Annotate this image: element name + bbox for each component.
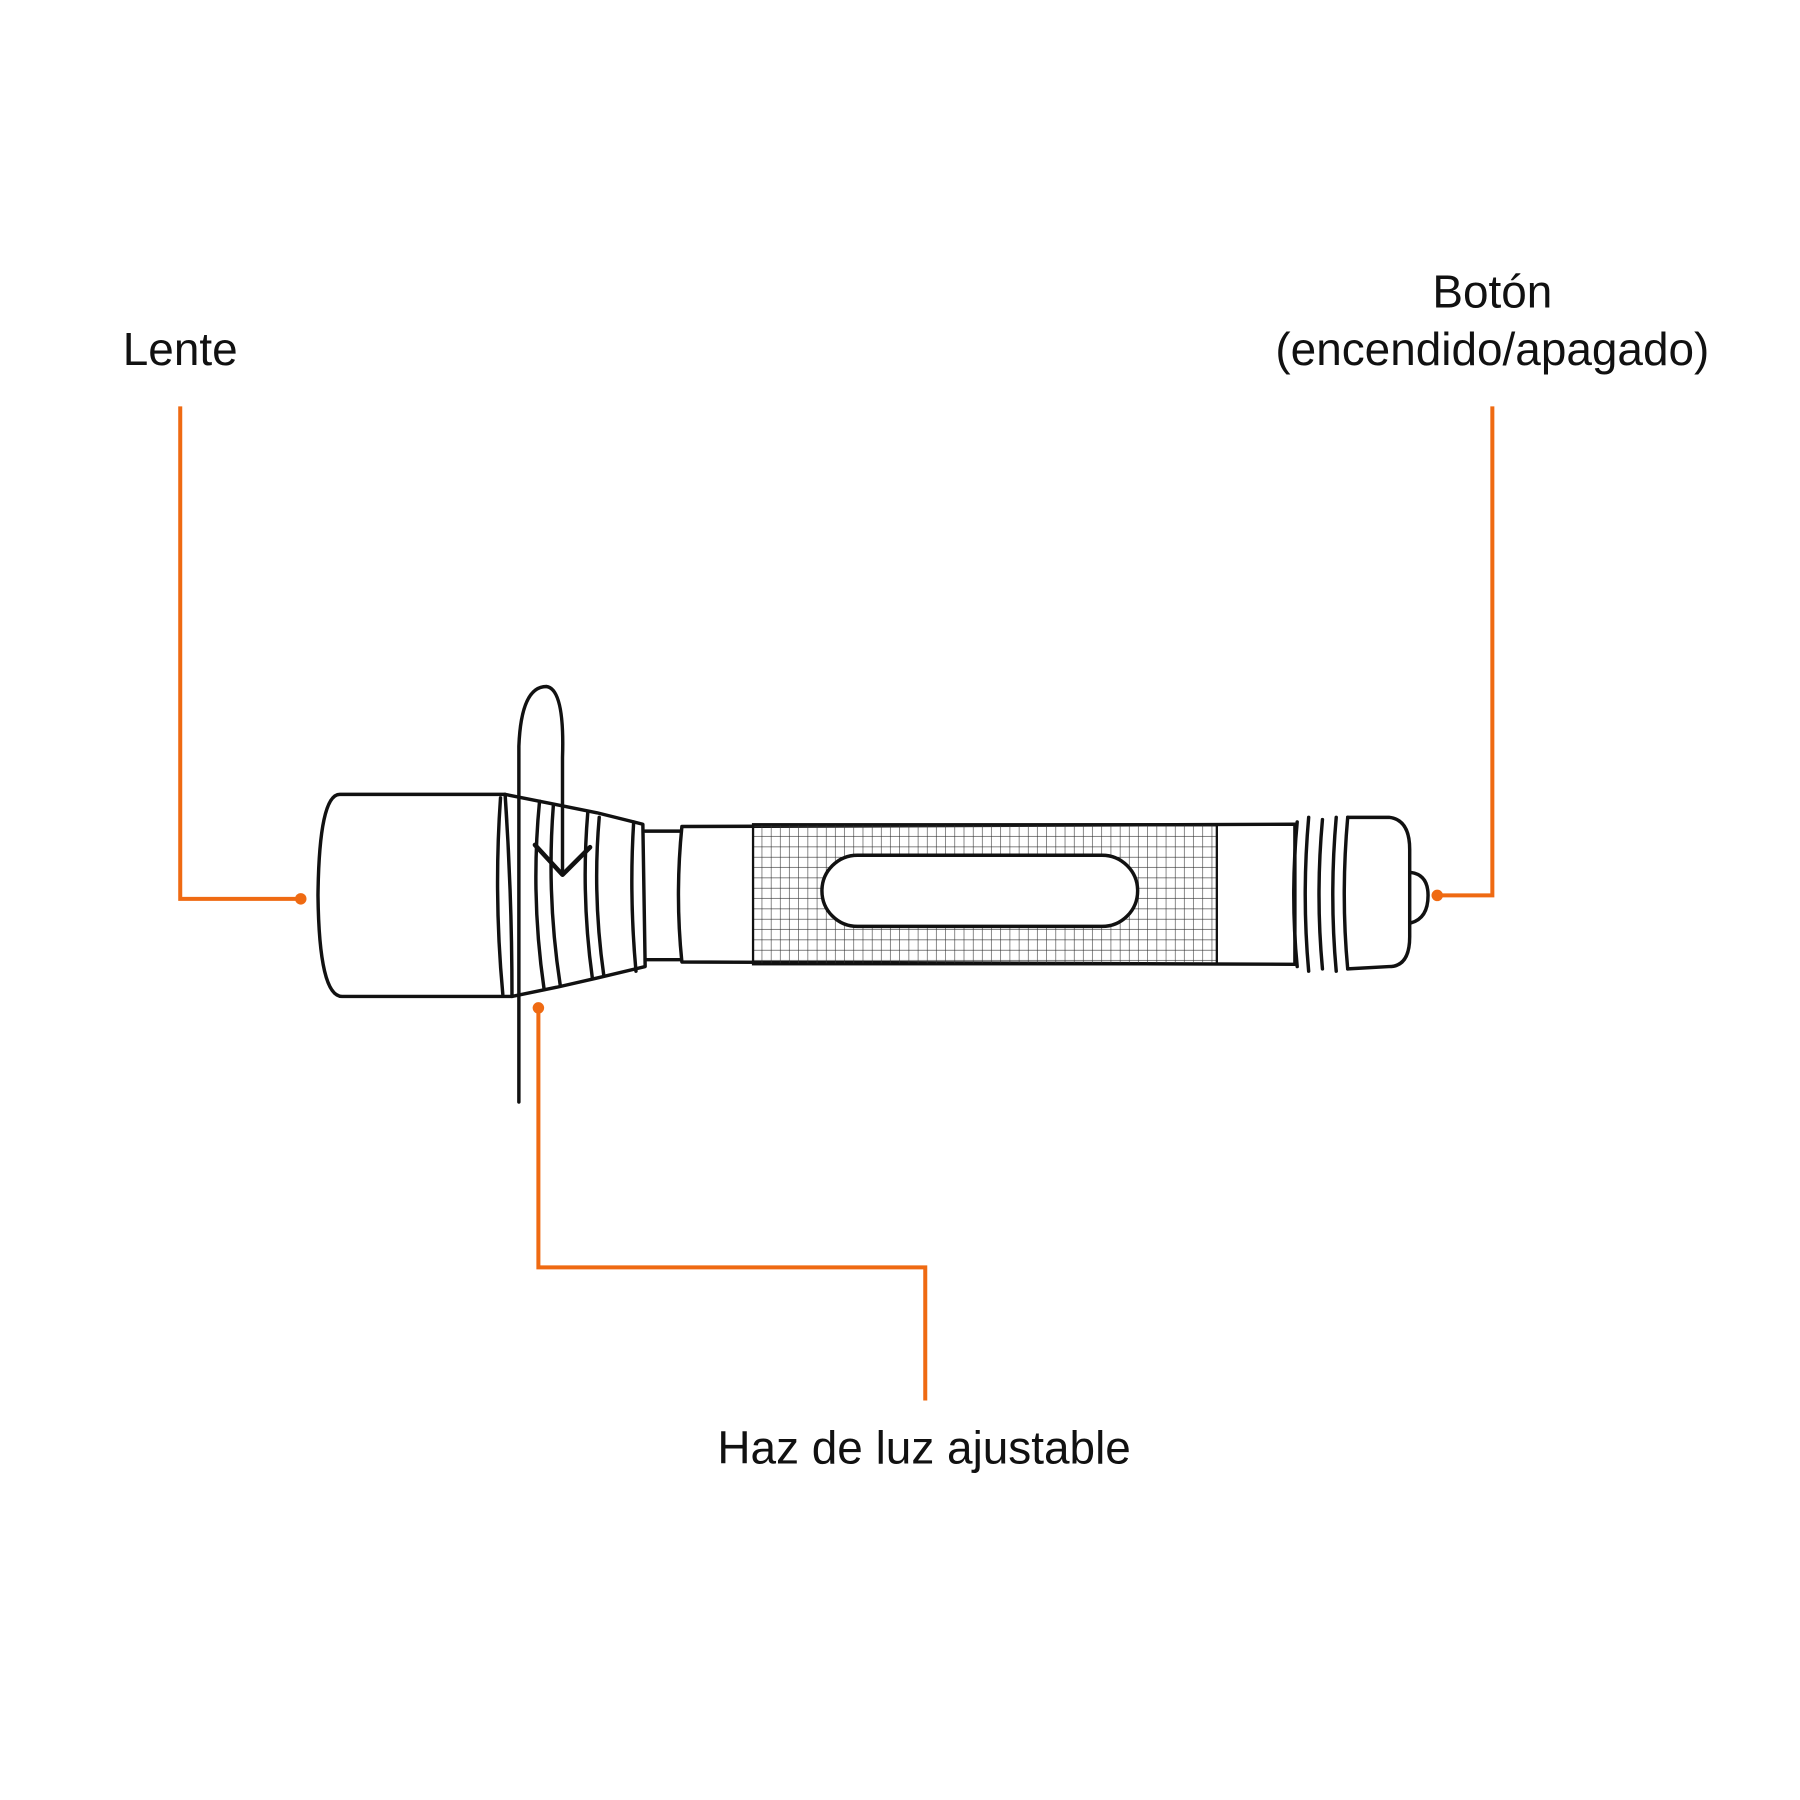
label-button-subtitle: (encendido/apagado) (1275, 323, 1709, 375)
leader-button (1431, 406, 1495, 902)
leader-lens (178, 406, 307, 905)
leader-beam (532, 1002, 928, 1401)
label-button-title: Botón (1432, 266, 1552, 318)
label-adjustable-beam: Haz de luz ajustable (717, 1422, 1130, 1474)
flashlight-illustration (316, 684, 1430, 1104)
power-button (1409, 870, 1430, 925)
grip-window (820, 853, 1140, 929)
rotate-arrow-icon (517, 684, 565, 1104)
tail-cap (1345, 815, 1412, 971)
lens-head (316, 792, 514, 999)
label-lens: Lente (123, 323, 238, 375)
